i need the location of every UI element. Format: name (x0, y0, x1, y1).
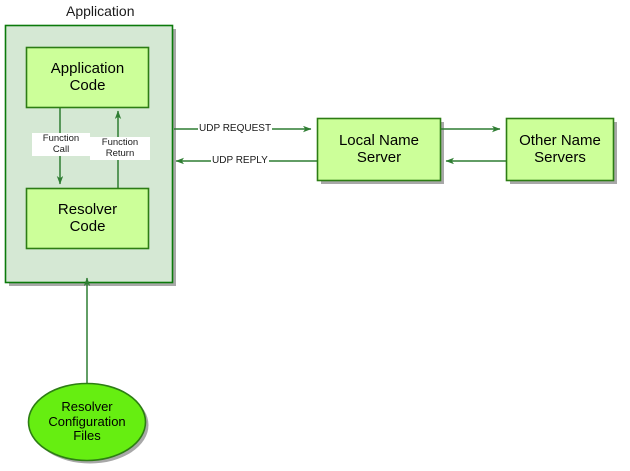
function-call-label-line1: Function (42, 133, 80, 144)
function-call-label-line2: Call (52, 144, 70, 156)
resolver-code-box[interactable] (25, 187, 150, 250)
function-return-label-line1: Function (101, 137, 139, 148)
function-call-edge-label: Function Call (32, 133, 90, 156)
function-return-label-line2: Return (105, 148, 135, 160)
application-group-title: Application (66, 3, 135, 19)
udp-request-edge-label: UDP REQUEST (198, 123, 273, 135)
function-return-edge-label: Function Return (90, 137, 150, 160)
other-name-servers-box[interactable] (505, 117, 615, 182)
resolver-configuration-files-ellipse[interactable] (27, 382, 147, 462)
udp-reply-edge-label: UDP REPLY (211, 155, 269, 167)
local-name-server-box[interactable] (316, 117, 442, 182)
application-code-box[interactable] (25, 46, 150, 109)
